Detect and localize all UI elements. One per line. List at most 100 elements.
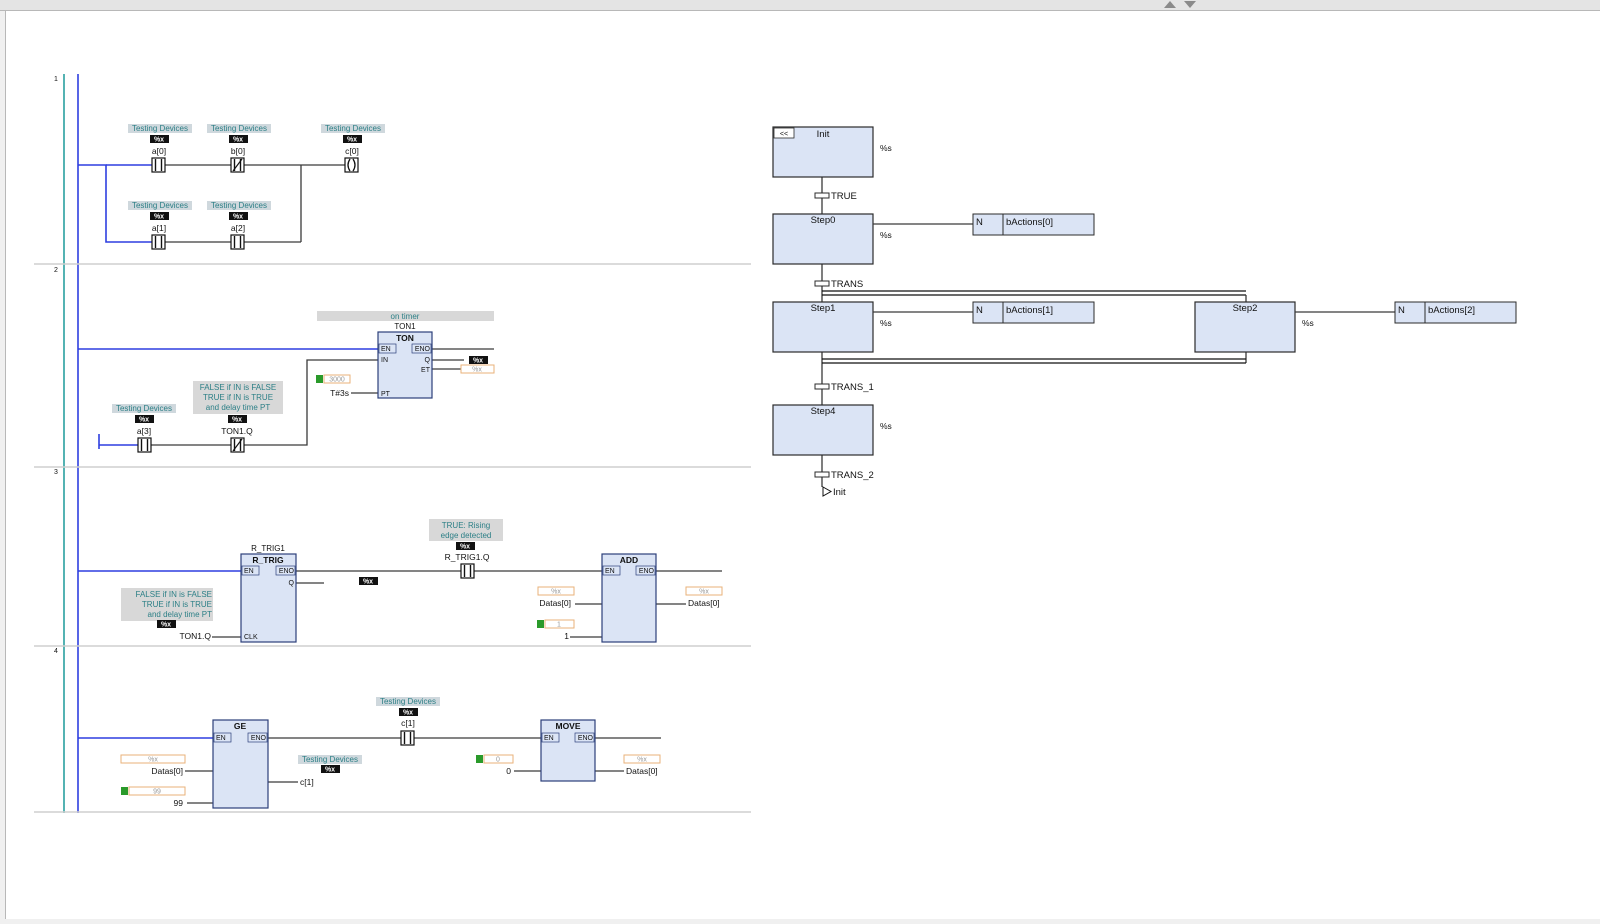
svg-text:%s: %s	[1302, 318, 1314, 328]
fb-instance-name: TON1	[394, 322, 416, 331]
svg-text:TRANS_1: TRANS_1	[831, 382, 874, 393]
rung-number: 2	[54, 267, 58, 274]
rung-3[interactable]: R_TRIG1 R_TRIG EN ENO Q CLK FALSE if IN …	[78, 519, 723, 643]
initial-step-marker: <<	[780, 131, 788, 138]
svg-text:%x: %x	[403, 710, 413, 717]
move-block[interactable]: MOVE EN ENO	[540, 719, 596, 782]
svg-text:Step4: Step4	[811, 406, 836, 417]
contact-a1[interactable]: Testing Devices %x a[1]	[128, 201, 192, 250]
contact-b0-negated[interactable]: Testing Devices %x b[0]	[207, 124, 271, 173]
svg-text:a[2]: a[2]	[231, 223, 245, 233]
svg-text:a[3]: a[3]	[137, 426, 151, 436]
svg-text:Testing Devices: Testing Devices	[116, 404, 172, 413]
svg-text:ADD: ADD	[620, 555, 638, 565]
editor-canvas[interactable]: 1 2 3 4 Testing Devices %x a[0] Testing …	[5, 11, 1600, 919]
contact-var: a[0]	[152, 146, 166, 156]
collapse-up-arrow-icon[interactable]	[1164, 1, 1176, 8]
sfc-step-0[interactable]: Step0 %s	[772, 213, 892, 265]
contact-c1[interactable]: Testing Devices %x c[1]	[376, 697, 440, 746]
svg-text:ENO: ENO	[578, 735, 594, 742]
add-block[interactable]: ADD EN ENO	[601, 553, 657, 643]
svg-text:Step0: Step0	[811, 215, 836, 226]
svg-text:%x: %x	[699, 589, 709, 596]
sfc-step-2[interactable]: Step2 %s	[1194, 301, 1314, 353]
svg-text:Q: Q	[289, 580, 295, 587]
svg-text:%x: %x	[148, 757, 158, 764]
svg-text:c[0]: c[0]	[345, 146, 359, 156]
fb-comment	[317, 311, 494, 321]
svg-text:%x: %x	[139, 417, 149, 424]
svg-text:%x: %x	[233, 137, 243, 144]
svg-text:N: N	[976, 305, 983, 316]
svg-text:GE: GE	[234, 721, 247, 731]
expand-down-arrow-icon[interactable]	[1184, 1, 1196, 8]
ton-block[interactable]: TON EN IN PT ENO Q ET	[377, 331, 433, 399]
svg-text:and delay time PT: and delay time PT	[148, 610, 213, 619]
svg-text:Testing Devices: Testing Devices	[211, 124, 267, 133]
svg-text:%x: %x	[460, 544, 470, 551]
sfc-transition-trans-1[interactable]: TRANS_1	[814, 382, 874, 393]
svg-text:TRANS: TRANS	[831, 279, 863, 290]
svg-text:c[1]: c[1]	[401, 718, 415, 728]
add-input-1: Datas[0]	[539, 598, 571, 608]
contact-ton1-q-negated[interactable]: FALSE if IN is FALSE TRUE if IN is TRUE …	[193, 381, 283, 453]
sfc-transition-trans[interactable]: TRANS	[814, 279, 863, 290]
sfc-transition-trans-2[interactable]: TRANS_2	[814, 470, 874, 481]
contact-a3[interactable]: Testing Devices %x a[3]	[112, 404, 176, 453]
sfc-transition-true[interactable]: TRUE	[814, 191, 857, 202]
sfc-step-1[interactable]: Step1 %s	[772, 301, 892, 353]
svg-text:EN: EN	[244, 568, 254, 575]
sfc-action-1[interactable]: N bActions[1]	[972, 301, 1095, 324]
svg-text:0: 0	[496, 757, 500, 764]
rung-4[interactable]: GE EN ENO %x Datas[0] 99 99 Testing Devi…	[78, 697, 661, 809]
svg-text:Testing Devices: Testing Devices	[302, 755, 358, 764]
sfc-action-0[interactable]: N bActions[0]	[972, 213, 1095, 236]
move-output: Datas[0]	[626, 766, 658, 776]
svg-text:EN: EN	[216, 735, 226, 742]
sfc-jump-init[interactable]: Init	[822, 486, 846, 498]
svg-text:on timer: on timer	[391, 312, 420, 321]
rung-number: 3	[54, 469, 58, 476]
svg-text:N: N	[1398, 305, 1405, 316]
contact-a0[interactable]: Testing Devices %x a[0]	[128, 124, 192, 173]
svg-text:ENO: ENO	[251, 735, 267, 742]
svg-text:and delay time PT: and delay time PT	[206, 403, 271, 412]
svg-text:TRUE if IN is TRUE: TRUE if IN is TRUE	[142, 600, 212, 609]
ladder-and-sfc-diagram[interactable]: 1 2 3 4 Testing Devices %x a[0] Testing …	[6, 11, 1600, 919]
svg-text:bActions[0]: bActions[0]	[1006, 217, 1053, 228]
ladder-network: 1 2 3 4 Testing Devices %x a[0] Testing …	[34, 74, 751, 813]
svg-text:edge detected: edge detected	[441, 531, 492, 540]
sfc-action-2[interactable]: N bActions[2]	[1394, 301, 1517, 324]
svg-text:TON: TON	[396, 333, 414, 343]
svg-text:%x: %x	[161, 622, 171, 629]
svg-text:R_TRIG: R_TRIG	[252, 555, 284, 565]
svg-text:ENO: ENO	[279, 568, 295, 575]
add-output: Datas[0]	[688, 598, 720, 608]
rung-2[interactable]: on timer TON1 TON EN IN PT ENO Q ET %x %…	[78, 311, 495, 453]
svg-text:PT: PT	[381, 391, 391, 398]
r-trig-block[interactable]: R_TRIG EN ENO Q CLK	[240, 553, 297, 643]
coil-c0[interactable]: Testing Devices %x c[0]	[321, 124, 385, 173]
contact-r-trig1-q[interactable]: TRUE: Rising edge detected %x R_TRIG1.Q	[429, 519, 503, 579]
svg-text:Init: Init	[817, 129, 830, 140]
editor-split-bar	[0, 0, 1600, 11]
svg-text:1: 1	[557, 622, 561, 629]
sfc-step-4[interactable]: Step4 %s	[772, 404, 892, 456]
svg-text:99: 99	[153, 789, 161, 796]
sfc-step-init[interactable]: << Init %s	[772, 126, 892, 178]
rung-1[interactable]: Testing Devices %x a[0] Testing Devices …	[78, 124, 385, 250]
svg-text:%x: %x	[347, 137, 357, 144]
svg-text:ENO: ENO	[415, 346, 431, 353]
ge-input-1: Datas[0]	[151, 766, 183, 776]
contact-a2[interactable]: Testing Devices %x a[2]	[207, 201, 271, 250]
svg-text:%x: %x	[233, 214, 243, 221]
ge-output: c[1]	[300, 777, 314, 787]
ge-block[interactable]: GE EN ENO	[212, 719, 269, 809]
fb-instance-name: R_TRIG1	[251, 544, 285, 553]
svg-text:ET: ET	[421, 367, 431, 374]
svg-text:EN: EN	[605, 568, 615, 575]
svg-text:%x: %x	[154, 214, 164, 221]
svg-text:TON1.Q: TON1.Q	[221, 426, 253, 436]
svg-text:FALSE if IN is FALSE: FALSE if IN is FALSE	[200, 383, 276, 392]
svg-text:ENO: ENO	[639, 568, 655, 575]
